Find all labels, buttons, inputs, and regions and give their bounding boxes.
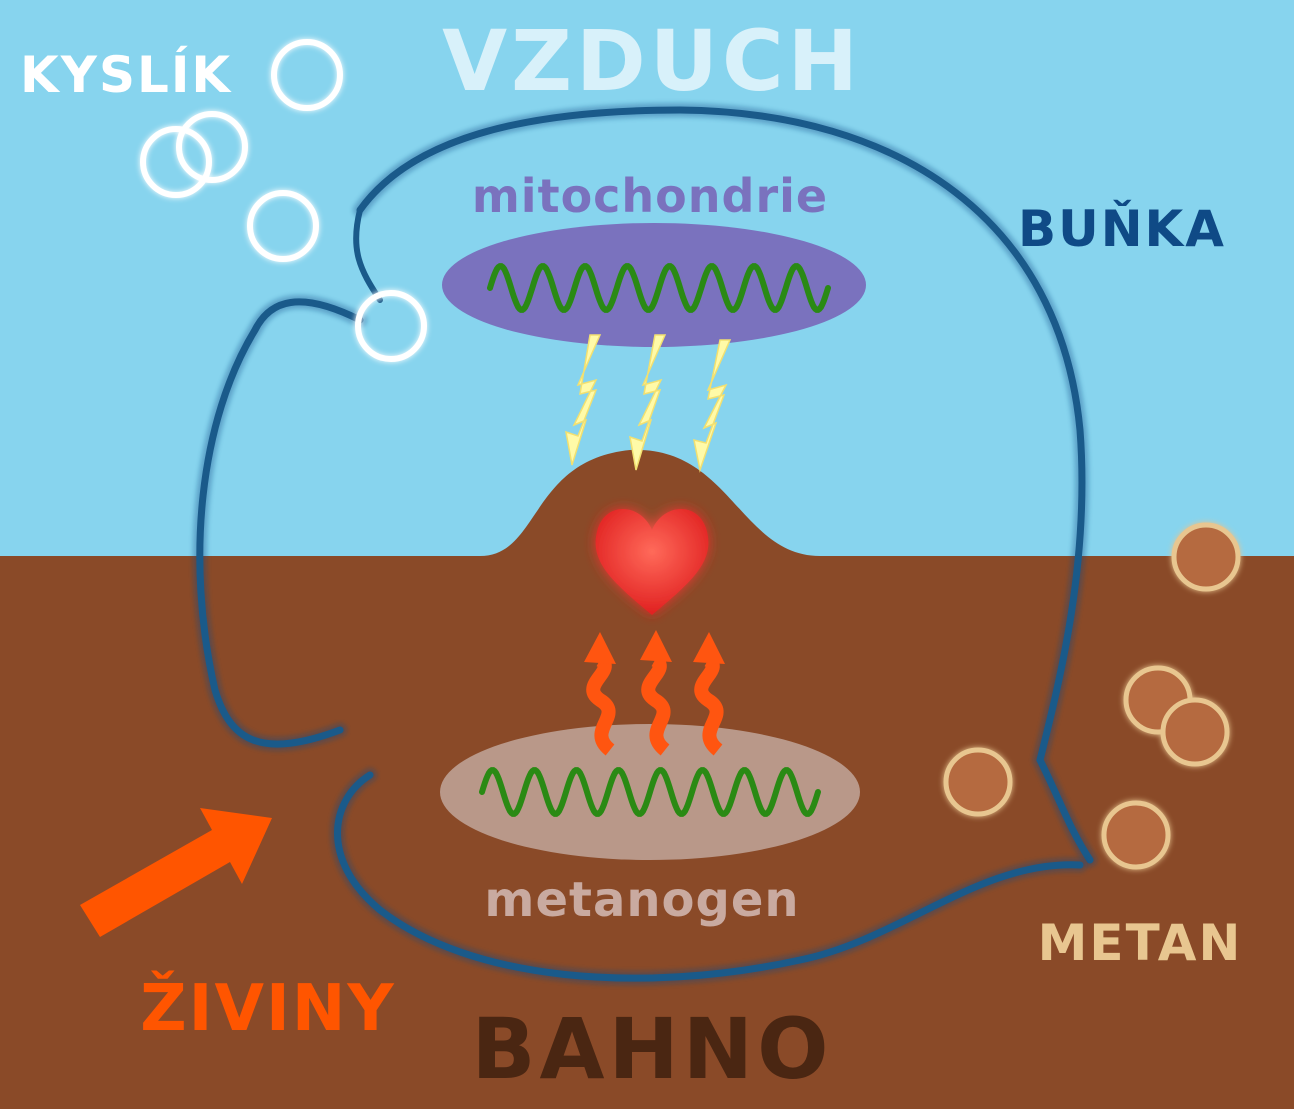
oxygen-bubble [140,126,212,198]
mitochondria-body [442,223,866,347]
lightning-bolt-icon [565,334,602,466]
mud-label: BAHNO [471,1000,832,1098]
energy-bolts [565,334,732,473]
wavy-arrow-icon [694,653,724,756]
methanogen [440,724,860,860]
nutrients-label: ŽIVINY [140,970,395,1046]
heart-icon [595,509,709,615]
methane-bubbles [943,522,1241,870]
oxygen-label: KYSLÍK [20,45,232,104]
lightning-bolt-icon [693,339,732,473]
arrowhead [693,632,725,664]
mitochondria-dna [487,263,831,313]
methane-bubble [1160,697,1230,767]
air-label: VZDUCH [442,12,862,110]
cell-membrane [192,102,1097,986]
methane-label: METAN [1038,914,1243,972]
mitochondria [442,223,866,347]
oxygen-bubbles [140,39,427,362]
wavy-arrow-icon [586,653,616,756]
oxygen-bubble [355,290,427,362]
arrowhead [584,632,616,664]
oxygen-bubble [176,111,248,183]
methanogen-label: metanogen [484,872,799,928]
heat-arrowheads [584,630,725,664]
cell-label: BUŇKA [1018,199,1226,258]
methanogen-dna [479,767,821,817]
methane-bubble [1101,800,1171,870]
methane-bubble [943,747,1013,817]
arrow-icon [80,808,272,937]
mud-mound [480,449,820,556]
mitochondria-label: mitochondrie [472,169,828,223]
oxygen-bubble [247,190,319,262]
arrowhead [640,630,672,662]
lightning-bolt-icon [629,334,667,471]
heat-arrows [586,653,724,756]
methane-bubble [1171,522,1241,592]
wavy-arrow-icon [641,653,671,756]
oxygen-bubble [271,39,343,111]
